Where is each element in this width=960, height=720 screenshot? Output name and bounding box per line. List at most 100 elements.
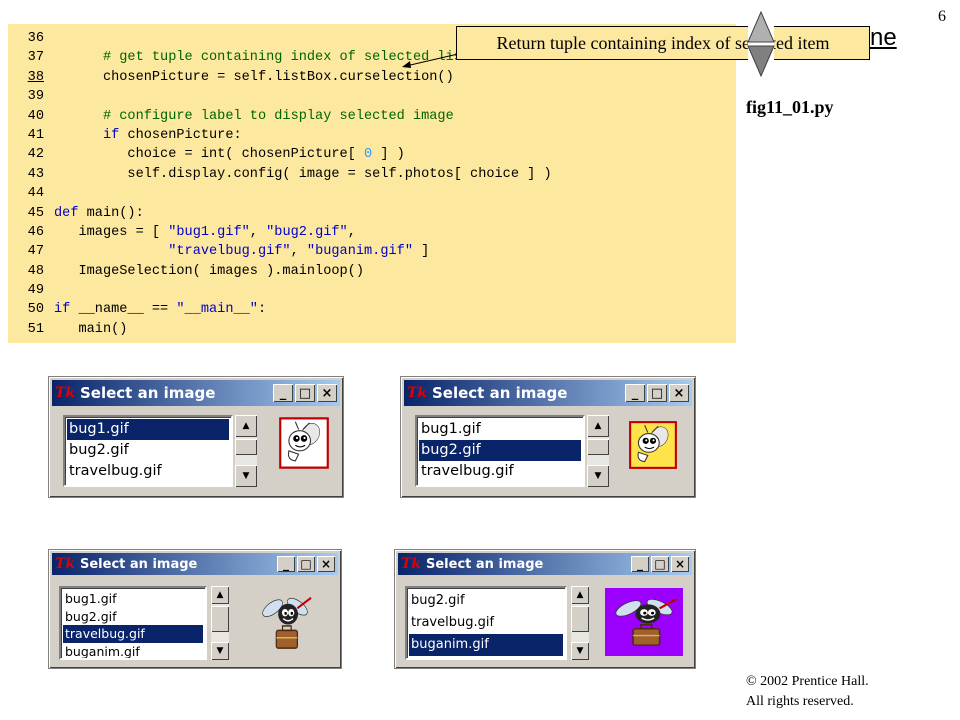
listbox-item[interactable]: travelbug.gif: [69, 463, 162, 479]
copyright-line-2: All rights reserved.: [746, 694, 854, 709]
code-line: 39: [8, 87, 736, 106]
line-number: 38: [27, 69, 44, 85]
code-text: if chosenPicture:: [102, 127, 242, 143]
copyright-line-1: © 2002 Prentice Hall.: [746, 674, 869, 689]
travelbug-picture-icon: [254, 586, 316, 660]
listbox-item[interactable]: travelbug.gif: [421, 463, 514, 479]
tk-logo-icon: Tk: [401, 556, 422, 572]
maximize-button[interactable]: □: [295, 384, 315, 402]
maximize-button[interactable]: □: [647, 384, 667, 402]
code-text: # configure label to display selected im…: [102, 108, 454, 124]
scroll-down-icon[interactable]: ▼: [587, 465, 609, 487]
listbox-item[interactable]: bug2.gif: [419, 440, 581, 461]
image-listbox[interactable]: bug1.gif bug2.gif travelbug.gif: [63, 415, 233, 487]
line-number: 37: [27, 50, 44, 66]
code-line: 41 if chosenPicture:: [8, 126, 736, 145]
maximize-button[interactable]: □: [651, 556, 669, 572]
minimize-button[interactable]: _: [273, 384, 293, 402]
code-text: "travelbug.gif", "buganim.gif" ]: [168, 244, 430, 260]
line-number: 39: [27, 89, 44, 105]
listbox-item[interactable]: bug1.gif: [421, 421, 481, 437]
code-text: ImageSelection( images ).mainloop(): [54, 263, 364, 279]
slide-nav-arrows-icon[interactable]: [744, 10, 778, 78]
listbox-item[interactable]: bug1.gif: [65, 591, 117, 606]
scroll-thumb[interactable]: [587, 439, 609, 455]
close-button[interactable]: ×: [317, 556, 335, 572]
listbox-scrollbar[interactable]: ▲▼: [571, 586, 589, 660]
listbox-scrollbar[interactable]: ▲▼: [587, 415, 609, 487]
callout-box: Return tuple containing index of selecte…: [456, 26, 870, 60]
code-text: def main():: [54, 205, 144, 221]
code-line: 48 ImageSelection( images ).mainloop(): [8, 262, 736, 281]
code-line: 47 "travelbug.gif", "buganim.gif" ]: [8, 242, 736, 261]
close-button[interactable]: ×: [669, 384, 689, 402]
bug1-picture-icon: [277, 415, 331, 471]
listbox-scrollbar[interactable]: ▲▼: [211, 586, 229, 660]
code-line: 40 # configure label to display selected…: [8, 107, 736, 126]
close-button[interactable]: ×: [671, 556, 689, 572]
scroll-thumb[interactable]: [211, 606, 229, 632]
scroll-thumb[interactable]: [235, 439, 257, 455]
minimize-button[interactable]: _: [631, 556, 649, 572]
listbox-item[interactable]: bug2.gif: [65, 608, 117, 624]
callout-arrow-icon: [402, 53, 459, 68]
scroll-down-icon[interactable]: ▼: [235, 465, 257, 487]
close-button[interactable]: ×: [317, 384, 337, 402]
bug2-picture-icon: [627, 419, 679, 471]
code-line: 36: [8, 29, 736, 48]
code-line: 37 # get tuple containing index of selec…: [8, 48, 736, 67]
scroll-up-icon[interactable]: ▲: [587, 415, 609, 437]
scroll-thumb[interactable]: [571, 606, 589, 632]
listbox-scrollbar[interactable]: ▲▼: [235, 415, 257, 487]
listbox-item[interactable]: buganim.gif: [65, 643, 140, 659]
code-text: # get tuple containing index of selected…: [102, 50, 511, 66]
listbox-item[interactable]: buganim.gif: [409, 634, 563, 656]
code-text: images = [ "bug1.gif", "bug2.gif",: [54, 224, 356, 240]
code-line: 44: [8, 184, 736, 203]
scroll-up-icon[interactable]: ▲: [211, 586, 229, 604]
figure-label: fig11_01.py: [746, 97, 834, 117]
window-title: Select an image: [432, 384, 568, 402]
tk-logo-icon: Tk: [55, 556, 76, 572]
code-line: 42 choice = int( chosenPicture[ 0 ] ): [8, 145, 736, 164]
line-number: 51: [27, 321, 44, 337]
listbox-item[interactable]: bug1.gif: [67, 419, 229, 440]
code-text: choice = int( chosenPicture[ 0 ] ): [54, 147, 405, 163]
line-number: 48: [27, 263, 44, 279]
code-line: 49: [8, 281, 736, 300]
image-listbox[interactable]: bug1.gif bug2.gif travelbug.gif: [415, 415, 585, 487]
listbox-item[interactable]: bug2.gif: [411, 593, 465, 608]
code-line: 38 chosenPicture = self.listBox.curselec…: [8, 68, 736, 87]
line-number: 42: [27, 147, 44, 163]
image-listbox[interactable]: bug2.gif travelbug.gif buganim.gif: [405, 586, 567, 660]
window-title: Select an image: [80, 556, 198, 572]
maximize-button[interactable]: □: [297, 556, 315, 572]
window-title: Select an image: [80, 384, 216, 402]
listbox-item[interactable]: travelbug.gif: [411, 615, 495, 630]
scroll-down-icon[interactable]: ▼: [571, 642, 589, 660]
line-number: 41: [27, 127, 44, 143]
minimize-button[interactable]: _: [277, 556, 295, 572]
listbox-item[interactable]: travelbug.gif: [63, 625, 203, 643]
outline-link[interactable]: ne: [870, 24, 897, 51]
line-number: 44: [27, 186, 44, 202]
scroll-down-icon[interactable]: ▼: [211, 642, 229, 660]
line-number: 49: [27, 283, 44, 299]
code-line: 51 main(): [8, 320, 736, 339]
minimize-button[interactable]: _: [625, 384, 645, 402]
scroll-up-icon[interactable]: ▲: [571, 586, 589, 604]
tk-logo-icon: Tk: [407, 385, 428, 401]
scroll-up-icon[interactable]: ▲: [235, 415, 257, 437]
listbox-item[interactable]: bug2.gif: [69, 442, 129, 458]
